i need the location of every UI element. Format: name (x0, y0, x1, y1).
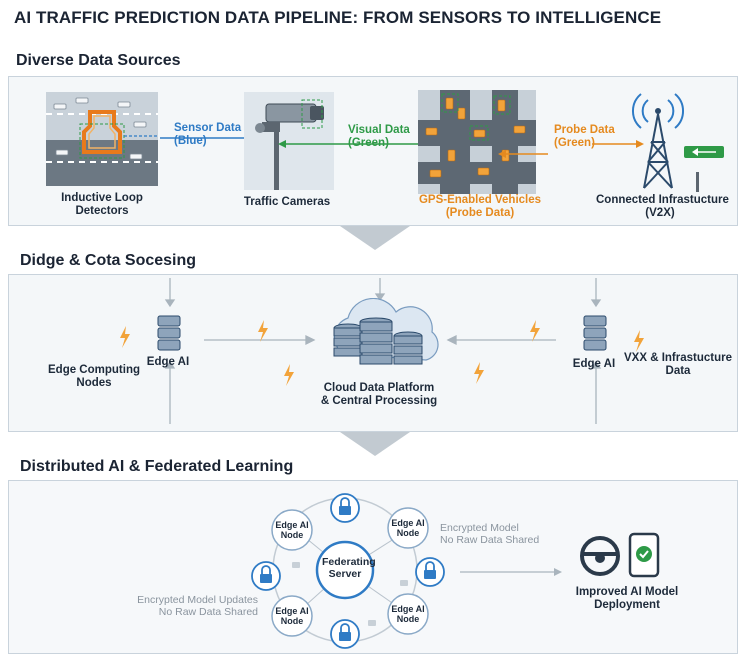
probe-data-label: Probe Data(Green) (554, 124, 615, 149)
flow-chevron (340, 432, 410, 456)
page-title: AI TRAFFIC PREDICTION DATA PIPELINE: FRO… (14, 8, 662, 27)
edge-ai-right-label: Edge AI (572, 358, 616, 370)
gps-vehicles-illustration (418, 90, 536, 194)
section-title-sources: Diverse Data Sources (16, 52, 181, 69)
deployment-arrow (460, 568, 562, 576)
flow-chevron (340, 226, 410, 250)
edge-ai-left-label: Edge AI (146, 356, 190, 368)
federated-ring (251, 493, 445, 649)
section-title-federated: Distributed AI & Federated Learning (20, 458, 294, 475)
steering-wheel-phone-icon (580, 532, 660, 578)
v2x-label: Connected Infrastucture(V2X) (596, 194, 729, 219)
traffic-camera-illustration (244, 92, 334, 190)
traffic-cameras-label: Traffic Cameras (243, 196, 331, 208)
edge-server-right-icon (583, 315, 607, 351)
processing-connectors (120, 278, 644, 424)
edge-server-left-icon (157, 315, 181, 351)
cloud-platform-icon (333, 298, 439, 365)
visual-data-label: Visual Data(Green) (348, 124, 410, 149)
section-title-processing: Didge & Cota Socesing (20, 252, 197, 269)
cloud-platform-label: Cloud Data Platform& Central Processing (320, 382, 438, 407)
v2x-tower-icon (631, 93, 724, 192)
inductive-loop-illustration (46, 92, 158, 186)
probe-data-arrow (498, 140, 644, 158)
gps-vehicles-label: GPS-Enabled Vehicles(Probe Data) (418, 194, 542, 219)
